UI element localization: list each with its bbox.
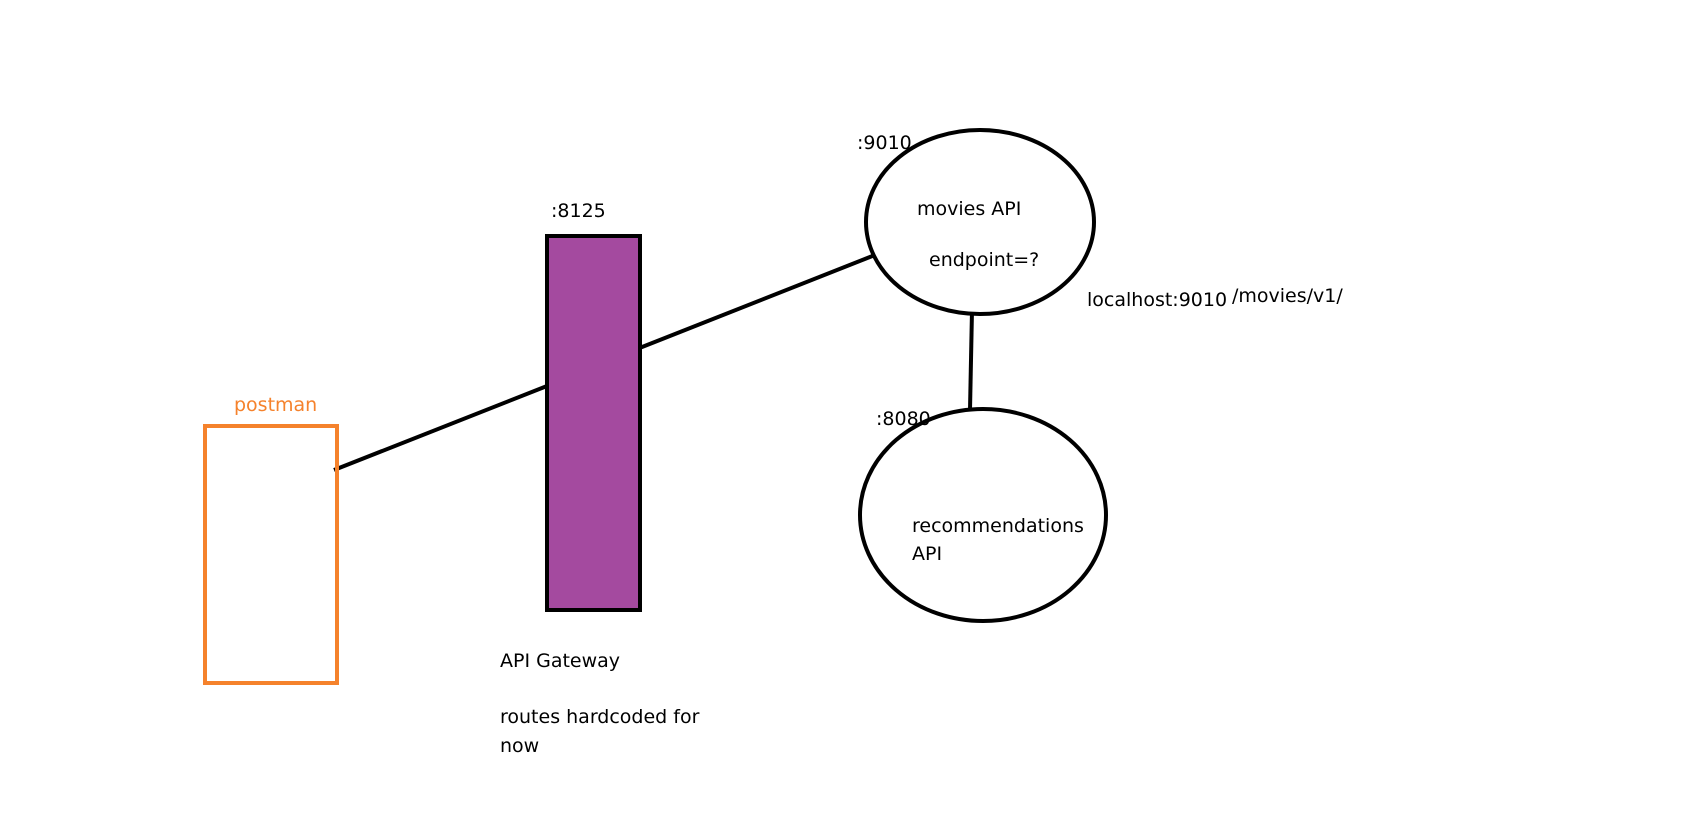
api-gateway-bar [545,234,642,612]
postman-box [203,424,339,685]
gateway-port-label: :8125 [551,200,606,222]
movies-path-label: /movies/v1/ [1232,285,1343,307]
gateway-title: API Gateway [500,650,621,672]
recommendations-label-line1: recommendations [912,515,1084,537]
gateway-note-line1: routes hardcoded for [500,706,700,728]
movies-api-node [864,128,1096,316]
gateway-note-line2: now [500,735,540,757]
recommendations-label-line2: API [912,543,943,565]
movies-api-label: movies API [917,198,1022,220]
movies-address-label: localhost:9010 [1087,289,1228,311]
edge-postman-gateway [333,384,548,472]
edge-movies-recommendations [968,309,974,411]
recommendations-port-label: :8080 [876,408,931,430]
edge-gateway-movies [636,251,881,351]
recommendations-api-node [858,407,1108,623]
postman-label: postman [234,394,318,416]
movies-endpoint-label: endpoint=? [929,249,1040,271]
movies-port-label: :9010 [857,132,912,154]
